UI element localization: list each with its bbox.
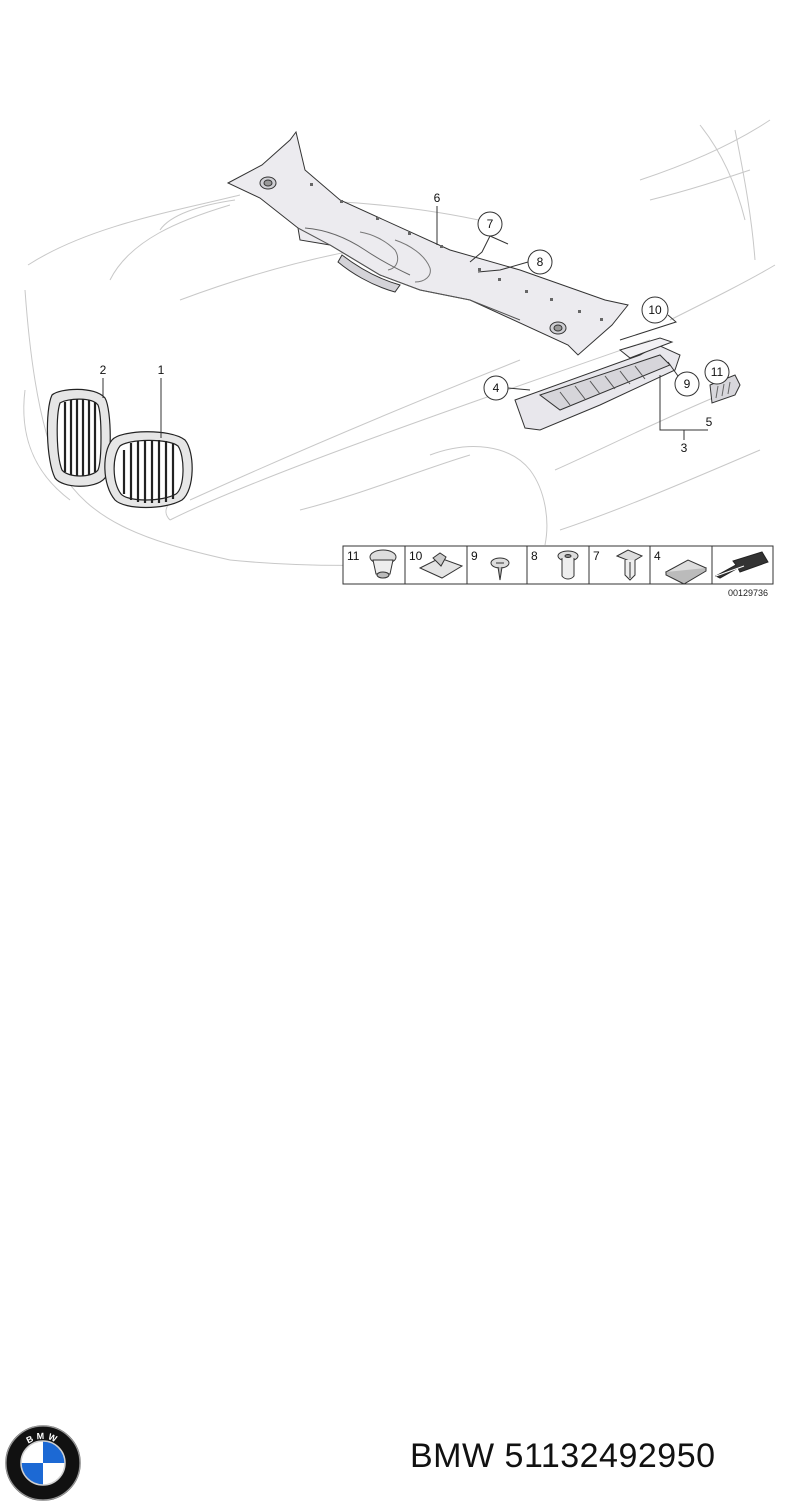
callout-10-group: 10 (619, 296, 677, 341)
bmw-roundel-logo: BMW (5, 1425, 81, 1501)
direction-arrow-icon (714, 551, 769, 579)
callout-10: 10 (648, 303, 662, 317)
push-rivet-icon (369, 549, 397, 579)
strip-label-8: 8 (531, 549, 538, 563)
cowl-panel (226, 130, 629, 356)
strip-label-11: 11 (347, 549, 360, 563)
callout-3: 3 (681, 441, 688, 455)
callout-9-group: 9 (667, 361, 700, 397)
expanding-clip-icon (615, 549, 644, 581)
callout-5: 5 (706, 415, 713, 429)
footer: BMW BMW 51132492950 (0, 700, 800, 1501)
callout-6: 6 (434, 191, 441, 205)
callout-9: 9 (684, 377, 691, 391)
callout-8-group: 8 (477, 249, 553, 275)
exploded-parts-diagram: 6 7 8 10 (23, 119, 776, 598)
strip-label-9: 9 (471, 549, 478, 563)
bracket-3-5 (659, 375, 708, 440)
callout-1: 1 (158, 363, 165, 377)
callout-11: 11 (711, 365, 724, 379)
car-body-outline (23, 119, 776, 566)
reference-number: 00129736 (728, 588, 768, 598)
parts-strip: 11 10 9 8 7 4 (342, 545, 774, 585)
callout-7: 7 (487, 217, 494, 231)
callout-4-group: 4 (483, 375, 531, 401)
strip-label-4: 4 (654, 549, 661, 563)
callout-11-group: 11 (704, 359, 730, 385)
screw-icon (490, 557, 510, 581)
kidney-grille-left (46, 388, 111, 487)
callout-7-group: 7 (469, 211, 509, 263)
callout-8: 8 (537, 255, 544, 269)
kidney-grille-right (104, 431, 193, 509)
lower-cowl-trim (514, 337, 681, 431)
callout-4: 4 (493, 381, 500, 395)
strip-label-7: 7 (593, 549, 600, 563)
clip-plate-icon (418, 552, 464, 579)
callout-2: 2 (100, 363, 107, 377)
roundel-quadrants (20, 1440, 66, 1486)
foam-pad-icon (664, 559, 708, 585)
grommet-icon (557, 550, 579, 580)
part-title: BMW 51132492950 (410, 1437, 716, 1475)
strip-label-10: 10 (409, 549, 423, 563)
